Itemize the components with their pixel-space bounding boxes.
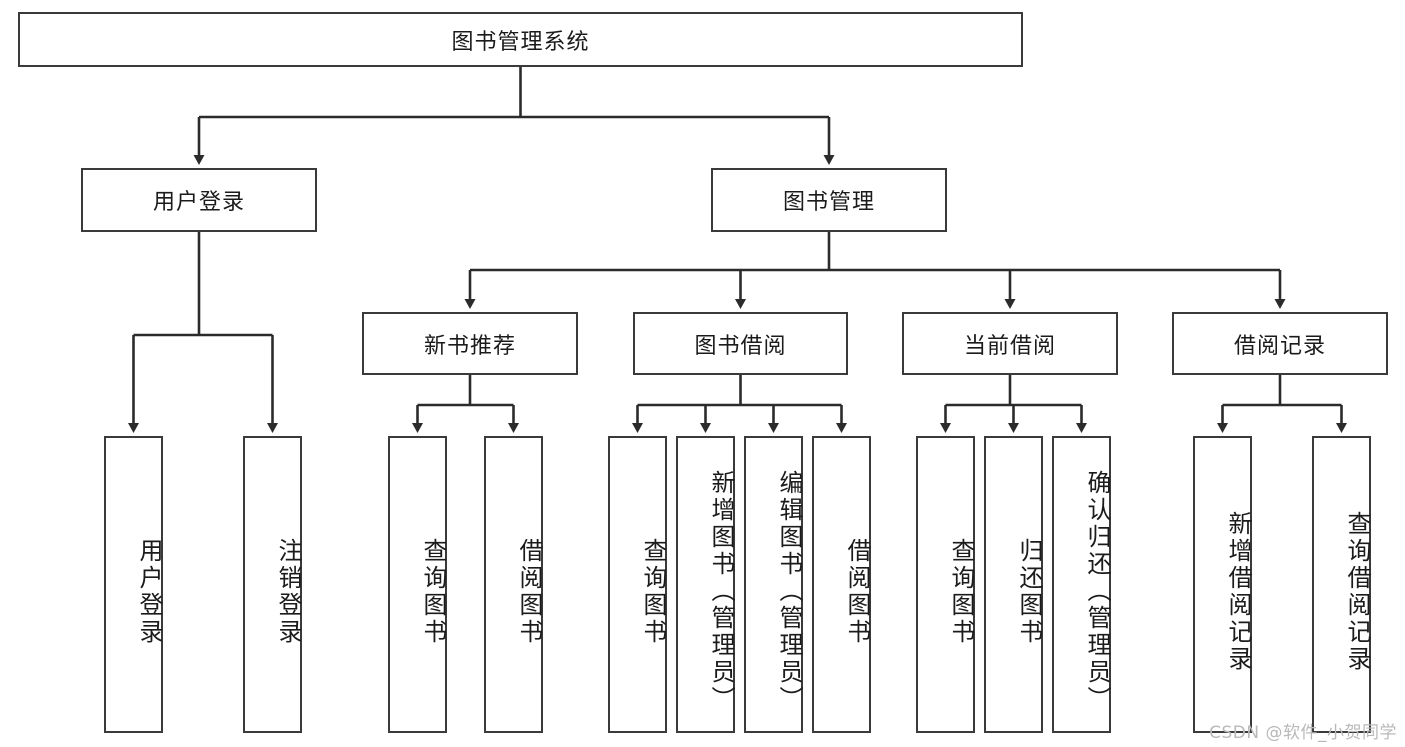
leaf-add-book-admin[interactable]: 新增图书（管理员） — [676, 436, 735, 733]
node-root[interactable]: 图书管理系统 — [18, 12, 1023, 67]
node-book-manage[interactable]: 图书管理 — [711, 168, 947, 232]
node-current-borrow[interactable]: 当前借阅 — [902, 312, 1118, 375]
leaf-add-borrow-record[interactable]: 新增借阅记录 — [1193, 436, 1252, 733]
leaf-borrow-book-2[interactable]: 借阅图书 — [812, 436, 871, 733]
leaf-query-borrow-record[interactable]: 查询借阅记录 — [1312, 436, 1371, 733]
leaf-query-book-2[interactable]: 查询图书 — [608, 436, 667, 733]
node-label: 图书管理 — [782, 190, 875, 215]
node-user-login[interactable]: 用户登录 — [81, 168, 317, 232]
node-label: 借阅图书 — [515, 537, 543, 646]
node-borrow-record[interactable]: 借阅记录 — [1172, 312, 1388, 375]
node-label: 新增图书（管理员） — [707, 470, 735, 713]
node-label: 新增借阅记录 — [1224, 510, 1252, 673]
leaf-query-book-3[interactable]: 查询图书 — [916, 436, 975, 733]
node-label: 编辑图书（管理员） — [775, 470, 803, 713]
node-label: 用户登录 — [135, 537, 163, 646]
watermark: CSDN @软件_小贺同学 — [1209, 723, 1397, 743]
leaf-edit-book-admin[interactable]: 编辑图书（管理员） — [744, 436, 803, 733]
leaf-return-book[interactable]: 归还图书 — [984, 436, 1043, 733]
leaf-borrow-book-1[interactable]: 借阅图书 — [484, 436, 543, 733]
node-label: 借阅图书 — [843, 537, 871, 646]
node-book-borrow[interactable]: 图书借阅 — [633, 312, 848, 375]
node-label: 归还图书 — [1015, 537, 1043, 646]
node-label: 注销登录 — [274, 537, 302, 646]
node-label: 查询图书 — [419, 537, 447, 646]
leaf-query-book-1[interactable]: 查询图书 — [388, 436, 447, 733]
node-label: 新书推荐 — [423, 333, 516, 359]
node-label: 图书管理系统 — [451, 29, 590, 55]
leaf-confirm-return-admin[interactable]: 确认归还（管理员） — [1052, 436, 1111, 733]
node-label: 查询图书 — [639, 537, 667, 646]
node-label: 确认归还（管理员） — [1083, 470, 1111, 713]
node-label: 当前借阅 — [963, 333, 1056, 359]
node-label: 图书借阅 — [694, 333, 787, 359]
node-label: 借阅记录 — [1233, 333, 1326, 359]
node-label: 查询图书 — [947, 537, 975, 646]
node-new-book-recommend[interactable]: 新书推荐 — [362, 312, 578, 375]
node-label: 查询借阅记录 — [1343, 510, 1371, 673]
node-label: 用户登录 — [152, 190, 245, 215]
leaf-logout[interactable]: 注销登录 — [243, 436, 302, 733]
leaf-user-login[interactable]: 用户登录 — [104, 436, 163, 733]
